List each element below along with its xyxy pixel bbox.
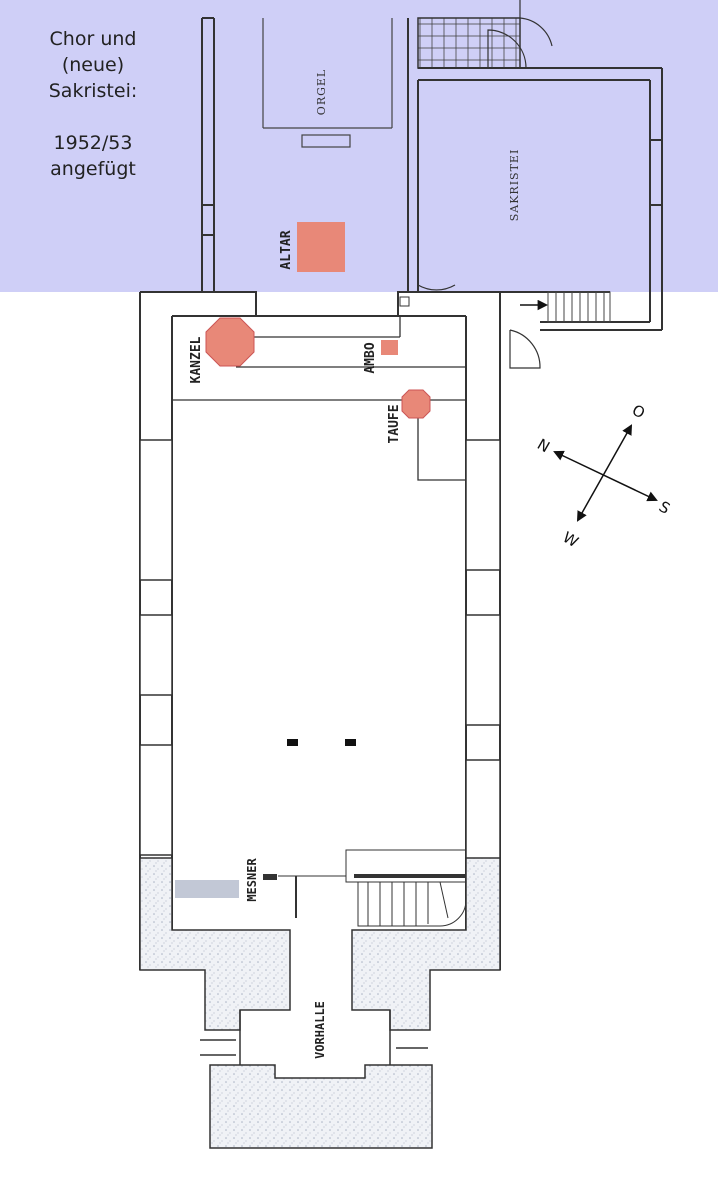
annex-caption: Chor und (neue) Sakristei: 1952/53 angef… [18, 26, 168, 182]
outer-door [519, 0, 553, 47]
nave-walls [139, 291, 501, 970]
label-altar: ALTAR [279, 230, 294, 269]
ambo [381, 340, 398, 355]
sacristy-walls [418, 67, 663, 331]
label-kanzel: KANZEL [189, 336, 204, 383]
organ-loft [262, 18, 393, 148]
caption-spacer [18, 104, 168, 130]
compass-axis-ns [553, 450, 658, 502]
label-ambo: AMBO [363, 342, 378, 373]
label-orgel: ORGEL [315, 69, 328, 115]
ambo-marker [399, 296, 410, 307]
compass-label-west: W [560, 528, 582, 551]
compass-label-south: S [656, 497, 673, 517]
caption-line-5: angefügt [50, 158, 136, 180]
caption-line-4: 1952/53 [53, 132, 133, 154]
mesner-post [263, 874, 277, 880]
caption-line-3: Sakristei: [48, 80, 138, 102]
sacristy-door [417, 248, 456, 291]
nave-windows-right [465, 439, 501, 861]
caption-line-2: (neue) [61, 54, 125, 76]
pew-marker-right [345, 739, 356, 746]
caption-line-1: Chor und [49, 28, 137, 50]
label-vorhalle: VORHALLE [313, 1001, 327, 1059]
choir-walls [201, 17, 419, 292]
sacristy-stairs [520, 291, 611, 323]
altar [297, 222, 345, 272]
pew-marker-left [287, 739, 298, 746]
compass-axis-ow [576, 424, 633, 522]
compass-label-north: N [534, 435, 553, 456]
entrance-door [487, 29, 527, 69]
tiled-entrance [417, 17, 521, 69]
side-door [509, 329, 541, 369]
vorhalle-walls [200, 1010, 428, 1065]
gallery-stairs [278, 849, 467, 927]
label-mesner: MESNER [245, 858, 259, 902]
nave-windows-left [139, 439, 173, 856]
taufe-font [401, 389, 431, 419]
entry-wall-right [351, 857, 501, 1031]
label-taufe: TAUFE [387, 404, 402, 443]
annex-overlay [0, 0, 718, 292]
compass-rose: N O S W [534, 401, 673, 551]
portal-wall [209, 1064, 433, 1149]
label-sakristei: SAKRISTEI [508, 149, 521, 222]
mesner-bench [175, 880, 239, 898]
compass-label-east: O [629, 401, 648, 422]
kanzel-pulpit [205, 317, 255, 367]
